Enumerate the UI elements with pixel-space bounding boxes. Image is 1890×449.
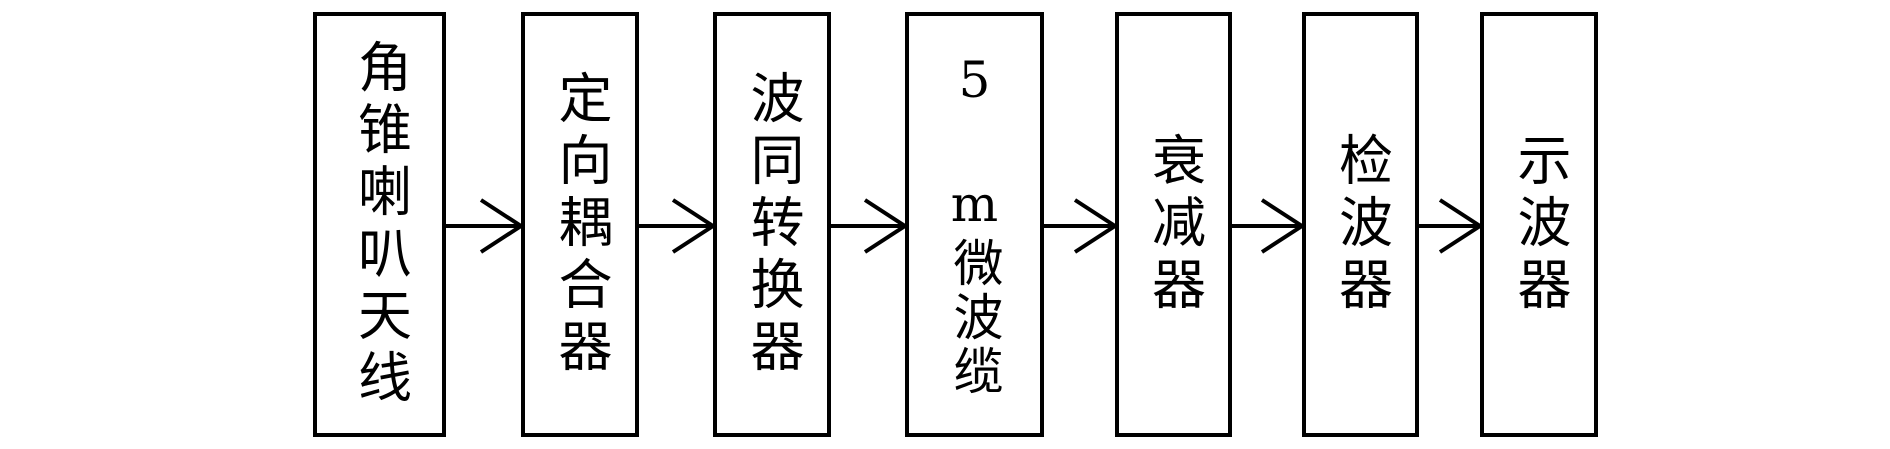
block-waveguide-coax-adapter: 波同转换器 xyxy=(713,12,831,437)
block-detector: 检波器 xyxy=(1302,12,1419,437)
block-horn-antenna: 角锥喇叭天线 xyxy=(313,12,446,437)
block-label-detector: 检波器 xyxy=(1329,131,1393,318)
block-label-microwave-cable: 5 m微波缆 xyxy=(945,50,1004,399)
arrow-2-to-3 xyxy=(639,198,717,254)
block-label-attenuator: 衰减器 xyxy=(1142,131,1206,318)
arrow-3-to-4 xyxy=(831,198,909,254)
arrow-1-to-2 xyxy=(446,198,525,254)
block-label-waveguide-coax-adapter: 波同转换器 xyxy=(741,69,804,380)
block-directional-coupler: 定向耦合器 xyxy=(521,12,639,437)
block-label-directional-coupler: 定向耦合器 xyxy=(549,69,612,380)
block-microwave-cable: 5 m微波缆 xyxy=(905,12,1044,437)
arrow-4-to-5 xyxy=(1044,198,1119,254)
arrow-6-to-7 xyxy=(1419,198,1484,254)
block-label-oscilloscope: 示波器 xyxy=(1508,131,1571,318)
arrow-5-to-6 xyxy=(1232,198,1306,254)
block-label-horn-antenna: 角锥喇叭天线 xyxy=(348,38,412,411)
block-oscilloscope: 示波器 xyxy=(1480,12,1598,437)
block-attenuator: 衰减器 xyxy=(1115,12,1232,437)
